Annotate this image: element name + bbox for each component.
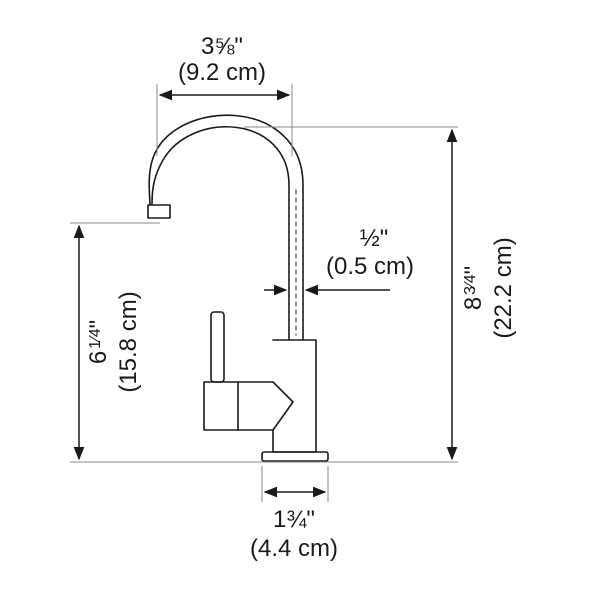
svg-text:61⁄4": 6 1⁄4" xyxy=(85,320,112,364)
base-imperial: 1¾" xyxy=(273,506,315,533)
spout-height-frac: 1⁄4 xyxy=(87,328,104,349)
total-height-frac: 3⁄4 xyxy=(462,274,479,295)
tube-imperial: ½" xyxy=(360,225,389,252)
total-height-whole: 8 xyxy=(460,297,487,310)
spout-height-mark: " xyxy=(85,320,112,329)
total-height-metric: (22.2 cm) xyxy=(490,237,517,338)
spout-outer xyxy=(151,126,290,341)
base-metric: (4.4 cm) xyxy=(250,535,338,562)
spout-nozzle xyxy=(147,204,171,219)
total-height-mark: " xyxy=(460,266,487,275)
handle-block xyxy=(203,381,294,431)
reach-imperial: 3⅝" xyxy=(201,33,243,60)
faucet-outline xyxy=(147,114,329,462)
tube-metric: (0.5 cm) xyxy=(326,253,414,280)
svg-text:83⁄4": 8 3⁄4" xyxy=(460,266,487,310)
extension-lines xyxy=(70,84,458,502)
total-height-label: 8 3⁄4" (22.2 cm) xyxy=(460,237,517,338)
spout-height-whole: 6 xyxy=(85,351,112,364)
faucet-body xyxy=(272,339,317,453)
reach-metric: (9.2 cm) xyxy=(178,59,266,86)
dimension-lines xyxy=(73,89,458,498)
spout-height-metric: (15.8 cm) xyxy=(115,291,142,392)
lever xyxy=(210,311,225,383)
spout-height-label: 6 1⁄4" (15.8 cm) xyxy=(85,291,142,392)
base-plate xyxy=(261,451,329,462)
